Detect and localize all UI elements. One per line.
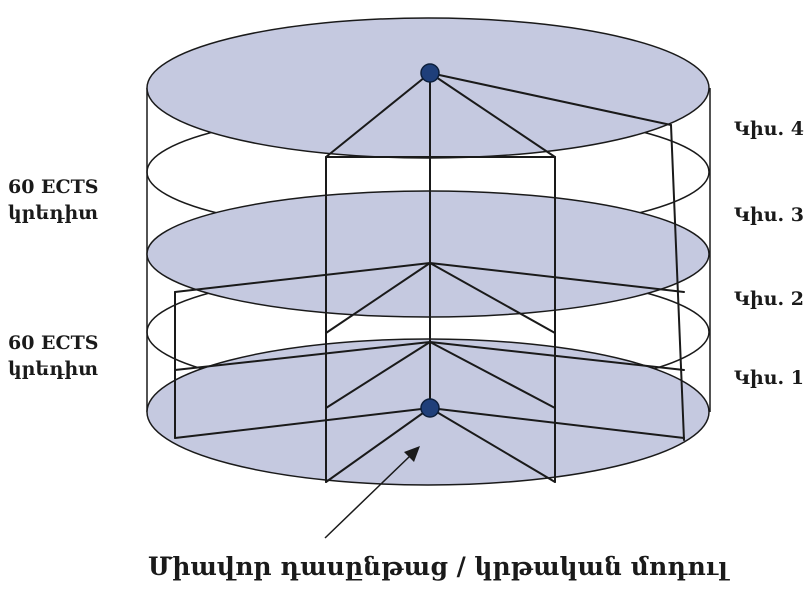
bottom-edge-3 bbox=[325, 407, 431, 483]
mid-edge-4 bbox=[429, 262, 556, 334]
low-edge-4 bbox=[429, 341, 556, 409]
level-label-4: Կիս. 4 bbox=[734, 118, 804, 140]
low-edge-1 bbox=[174, 341, 431, 371]
post-far-right bbox=[670, 124, 685, 441]
bottom-node bbox=[420, 398, 440, 418]
bottom-edge-2 bbox=[429, 407, 685, 439]
caption-arrow-head bbox=[404, 446, 420, 462]
mid-edge-3 bbox=[325, 262, 431, 334]
mid-edge-2 bbox=[429, 262, 685, 293]
mid-edge-1 bbox=[174, 262, 431, 293]
bottom-edge-1 bbox=[174, 407, 431, 439]
credit-label-upper: 60 ECTS կրեդիտ bbox=[8, 174, 99, 226]
disk-middle bbox=[146, 190, 710, 318]
top-edge-left bbox=[325, 72, 431, 158]
credit-label-lower-line1: 60 ECTS bbox=[8, 332, 99, 354]
level-label-2: Կիս. 2 bbox=[734, 288, 804, 310]
top-node bbox=[420, 63, 440, 83]
caption-arrow-shaft bbox=[324, 455, 411, 539]
low-edge-3 bbox=[325, 341, 431, 409]
credit-label-upper-line1: 60 ECTS bbox=[8, 176, 99, 198]
module-caption: Միավոր դասընթաց / կրթական մոդուլ bbox=[148, 552, 729, 581]
credit-label-upper-line2: կրեդիտ bbox=[8, 202, 98, 224]
low-edge-2 bbox=[429, 341, 685, 371]
credit-label-lower: 60 ECTS կրեդիտ bbox=[8, 330, 99, 382]
top-edge-right bbox=[429, 72, 556, 158]
bottom-edge-4 bbox=[429, 407, 556, 483]
top-edge-far bbox=[429, 72, 672, 126]
level-label-3: Կիս. 3 bbox=[734, 204, 804, 226]
level-label-1: Կիս. 1 bbox=[734, 367, 804, 389]
credit-label-lower-line2: կրեդիտ bbox=[8, 358, 98, 380]
disk-top bbox=[146, 17, 710, 159]
